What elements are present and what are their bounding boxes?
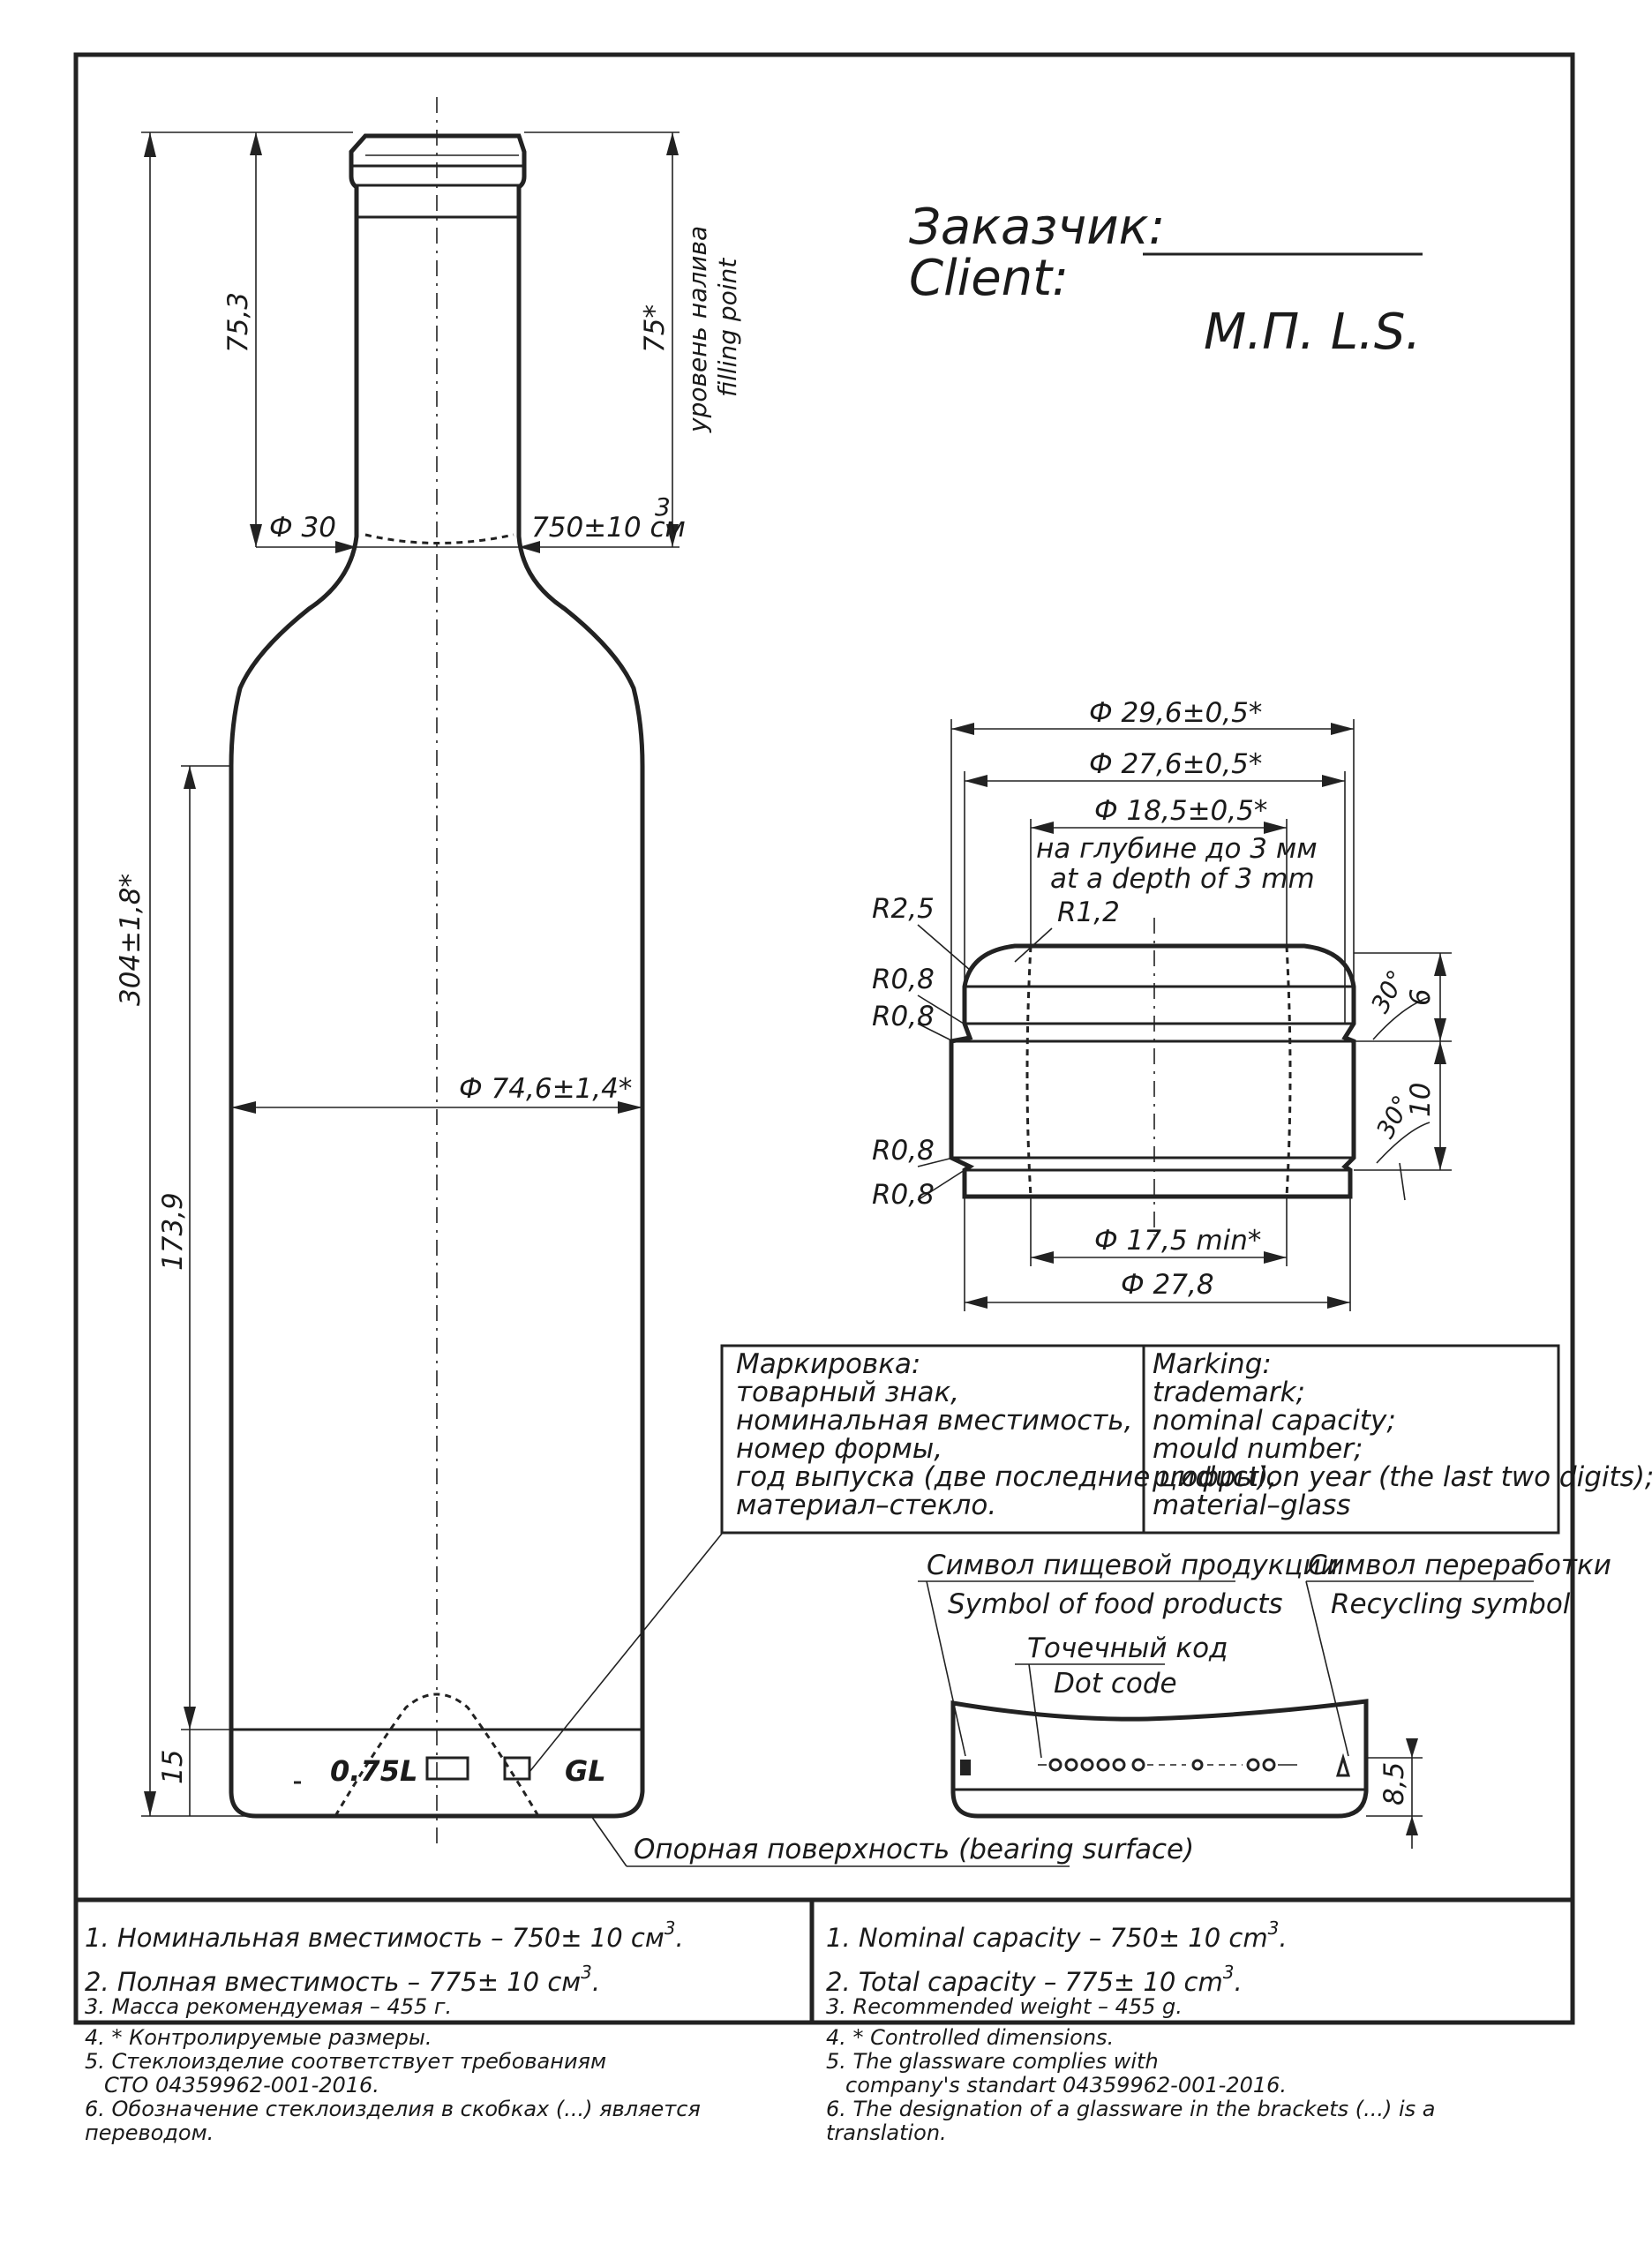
marking-table: [720, 1344, 1560, 1535]
finish-radius-r0-8-a: R0,8: [872, 964, 935, 995]
notes-en-extra: 4. * Controlled dimensions. 5. The glass…: [826, 2026, 1558, 2145]
note-ru-2: 2. Полная вместимость – 775± 10 см3.: [85, 1962, 600, 1997]
note-en-2: 2. Total capacity – 775± 10 cm3.: [826, 1962, 1243, 1997]
finish-dim-d4: Ф 27,8: [1121, 1269, 1214, 1301]
marking-en-line-5: production year (the last two digits);: [1152, 1461, 1652, 1493]
dim-volume: 750±10 см: [531, 512, 686, 544]
note-ru-6: 6. Обозначение стеклоизделия в скобках (…: [85, 2097, 701, 2145]
finish-dimensions: [917, 719, 1452, 1311]
finish-radius-r0-8-b: R0,8: [872, 1001, 935, 1032]
note-en-5a: 5. The glassware complies with: [826, 2049, 1159, 2074]
finish-depth-ru: на глубине до 3 мм: [1036, 833, 1318, 865]
finish-dim-h1: 6: [1405, 988, 1437, 1006]
base-detail: [918, 1580, 1534, 1849]
base-markings: [294, 1756, 531, 1784]
base-detail-dim-height: 8,5: [1378, 1762, 1410, 1805]
dot-code-label-en: Dot code: [1054, 1668, 1177, 1700]
finish-dim-d2: Ф 27,6±0,5*: [1089, 748, 1262, 780]
dim-neck-height: 75,3: [222, 292, 254, 353]
marking-ru-line-6: материал–стекло.: [736, 1490, 996, 1521]
marking-en-line-6: material–glass: [1153, 1490, 1350, 1521]
recycling-symbol-label-ru: Символ переработки: [1308, 1550, 1611, 1581]
finish-dim-d1: Ф 29,6±0,5*: [1089, 697, 1262, 729]
finish-radius-r0-8-c: R0,8: [872, 1135, 935, 1167]
dim-neck-diameter: Ф 30: [269, 512, 336, 544]
bearing-surface-label: Опорная поверхность (bearing surface): [634, 1834, 1194, 1865]
dim-fill-level: 75*: [639, 304, 671, 353]
finish-radius-r0-8-d: R0,8: [872, 1179, 935, 1211]
note-en-4: 4. * Controlled dimensions.: [826, 2025, 1115, 2050]
food-symbol-label-ru: Символ пищевой продукции: [927, 1550, 1339, 1581]
dim-body-height: 173,9: [157, 1192, 189, 1271]
finish-radius-r1-2: R1,2: [1057, 897, 1120, 928]
marking-en-line-1: Marking:: [1153, 1348, 1272, 1380]
finish-dim-h2: 10: [1405, 1083, 1437, 1117]
note-ru-5a: 5. Стеклоизделие соответствует требовани…: [85, 2049, 607, 2074]
marking-en-line-4: mould number;: [1153, 1433, 1363, 1465]
note-en-1: 1. Nominal capacity – 750± 10 cm3.: [826, 1918, 1288, 1953]
marking-leader: [529, 1533, 723, 1773]
marking-en-line-3: nominal capacity;: [1153, 1405, 1396, 1437]
client-label-en: Client:: [909, 250, 1069, 307]
stamp-label: М.П. L.S.: [1204, 304, 1421, 361]
marking-ru-line-2: товарный знак,: [736, 1377, 959, 1408]
base-mark-recycle: GL: [565, 1754, 606, 1788]
marking-ru-line-1: Маркировка:: [736, 1348, 920, 1380]
finish-detail: [949, 918, 1356, 1235]
note-en-6: 6. The designation of a glassware in the…: [826, 2097, 1436, 2145]
dim-base-height: 15: [157, 1750, 189, 1784]
marking-ru-line-3: номинальная вместимость,: [736, 1405, 1132, 1437]
drawing-frame: [73, 52, 1575, 2025]
notes-en-lower: 3. Recommended weight – 455 g.: [826, 1996, 1550, 2017]
dim-body-diameter: Ф 74,6±1,4*: [459, 1073, 632, 1105]
client-label-ru: Заказчик:: [909, 199, 1165, 256]
food-symbol-label-en: Symbol of food products: [948, 1588, 1283, 1620]
bottle-dimensions: [141, 131, 680, 1817]
notes-ru-extra: 4. * Контролируемые размеры. 5. Стеклоиз…: [85, 2026, 791, 2145]
note-en-3-text: 3. Recommended weight – 455 g.: [826, 1994, 1183, 2019]
note-ru-1: 1. Номинальная вместимость – 750± 10 см3…: [85, 1918, 684, 1953]
marking-en-line-2: trademark;: [1153, 1377, 1305, 1408]
dot-code-label-ru: Точечный код: [1027, 1632, 1228, 1664]
marking-ru-line-4: номер формы,: [736, 1433, 942, 1465]
recycling-symbol-label-en: Recycling symbol: [1331, 1588, 1571, 1620]
finish-depth-en: at a depth of 3 mm: [1050, 863, 1315, 895]
finish-dim-bore-min: Ф 17,5 min*: [1094, 1225, 1261, 1257]
finish-radius-r2-5: R2,5: [872, 893, 935, 925]
note-ru-3-text: 3. Масса рекомендуемая – 455 г.: [85, 1994, 453, 2019]
bearing-surface-leader: [590, 1815, 627, 1867]
finish-dim-d3: Ф 18,5±0,5*: [1094, 795, 1267, 827]
dim-total-height: 304±1,8*: [115, 874, 146, 1006]
fill-level-label-en: filling point: [713, 258, 742, 397]
fill-level-label-ru: уровень налива: [683, 226, 712, 433]
notes-ru-lower: 3. Масса рекомендуемая – 455 г.: [85, 1996, 791, 2017]
base-mark-capacity: 0.75L: [330, 1754, 417, 1788]
note-en-5b: company's standart 04359962-001-2016.: [845, 2073, 1288, 2098]
dim-volume-sup: 3: [655, 492, 671, 522]
marking-ru-line-5: год выпуска (две последние цифры),: [736, 1461, 1277, 1493]
bottle-outline: [229, 133, 645, 1819]
note-ru-5b: СТО 04359962-001-2016.: [104, 2073, 379, 2098]
note-ru-4: 4. * Контролируемые размеры.: [85, 2025, 432, 2050]
